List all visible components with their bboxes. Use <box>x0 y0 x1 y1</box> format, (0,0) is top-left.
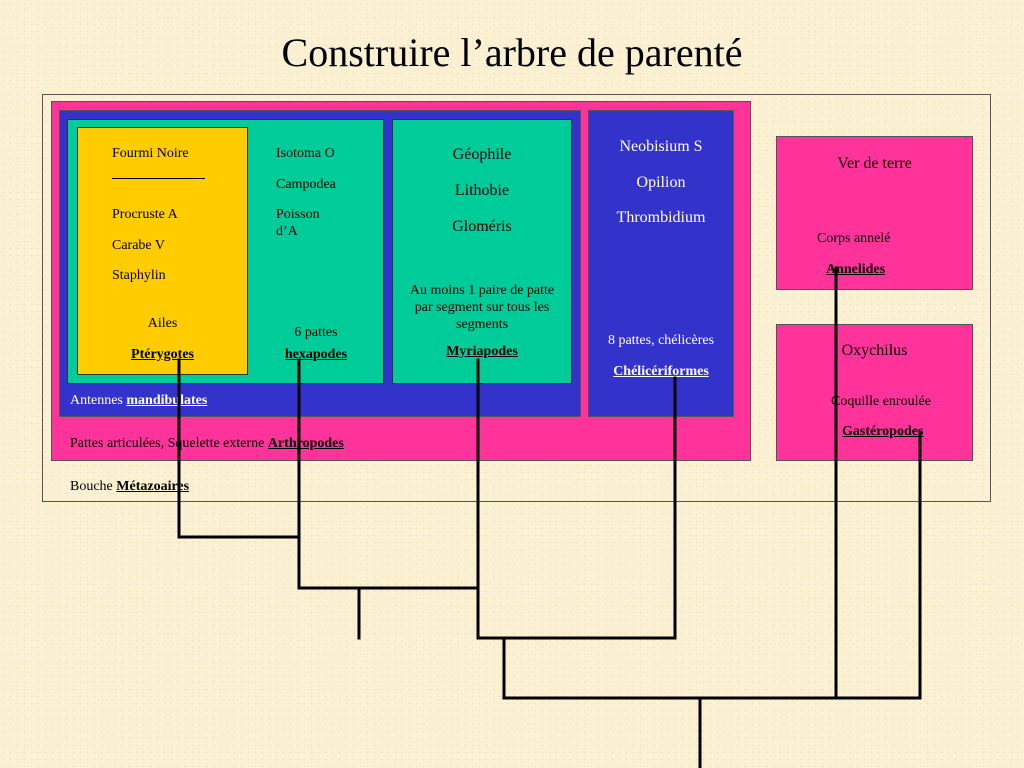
pterygotes-group: Ptérygotes <box>131 347 194 362</box>
species-geophile: Géophile <box>452 146 512 163</box>
annelides-group: Annelides <box>826 262 886 277</box>
myriapodes-trait: Au moins 1 paire de patte par segment su… <box>409 283 555 332</box>
gasteropodes-group: Gastéropodes <box>842 424 924 439</box>
metazoaires-label: Bouche <box>70 479 117 494</box>
metazoaires-group: Métazoaires <box>116 479 190 494</box>
metazoaires-caption: Bouche Métazoaires <box>70 478 189 495</box>
gasteropodes-box <box>776 324 973 461</box>
species-thrombidium: Thrombidium <box>616 209 706 226</box>
species-ver-de-terre: Ver de terre <box>837 155 912 172</box>
gasteropodes-trait: Coquille enroulée <box>831 394 931 409</box>
species-staphylin: Staphylin <box>112 268 166 283</box>
species-oxychilus: Oxychilus <box>841 342 908 359</box>
species-neobisium: Neobisium S <box>619 138 703 155</box>
myriapodes-box <box>392 119 572 384</box>
species-isotoma: Isotoma O <box>276 146 335 161</box>
mandibulates-caption: Antennes mandibulates <box>70 392 207 409</box>
species-lithobie: Lithobie <box>454 182 510 199</box>
species-poisson: Poisson d’A <box>276 207 320 239</box>
species-glomeris: Gloméris <box>452 218 512 235</box>
myriapodes-group: Myriapodes <box>446 344 518 359</box>
metazoaires-frame <box>42 94 991 502</box>
species-campodea: Campodea <box>276 177 336 192</box>
species-divider <box>112 178 205 179</box>
page-title: Construire l’arbre de parenté <box>281 30 743 75</box>
species-carabe: Carabe V <box>112 238 165 253</box>
arthropodes-caption: Pattes articulées, Squelette externe Art… <box>70 435 344 452</box>
hexapodes-trait: 6 pattes <box>294 325 338 340</box>
pterygotes-trait: Ailes <box>147 316 178 331</box>
chelicériformes-box <box>588 110 734 417</box>
arthropodes-group: Arthropodes <box>267 436 344 451</box>
species-procruste: Procruste A <box>112 207 178 222</box>
chelicériformes-trait: 8 pattes, chélicères <box>607 333 715 348</box>
branch-myriapodes <box>476 358 677 640</box>
pterygotes-box <box>77 127 248 375</box>
arthropodes-label: Pattes articulées, Squelette externe <box>70 436 268 451</box>
species-opilion: Opilion <box>636 174 686 191</box>
branch-hexapodes <box>297 358 480 590</box>
mandibulates-label: Antennes <box>70 393 127 408</box>
branch-arthropodes-node <box>502 636 922 700</box>
annelides-trait: Corps annelé <box>817 231 891 246</box>
species-fourmi-noire: Fourmi Noire <box>112 146 189 161</box>
branch-pterygotes <box>177 358 301 539</box>
mandibulates-group: mandibulates <box>126 393 208 408</box>
hexapodes-group: hexapodes <box>284 347 348 362</box>
chelicériformes-group: Chélicériformes <box>613 364 709 379</box>
annelides-box <box>776 136 973 290</box>
